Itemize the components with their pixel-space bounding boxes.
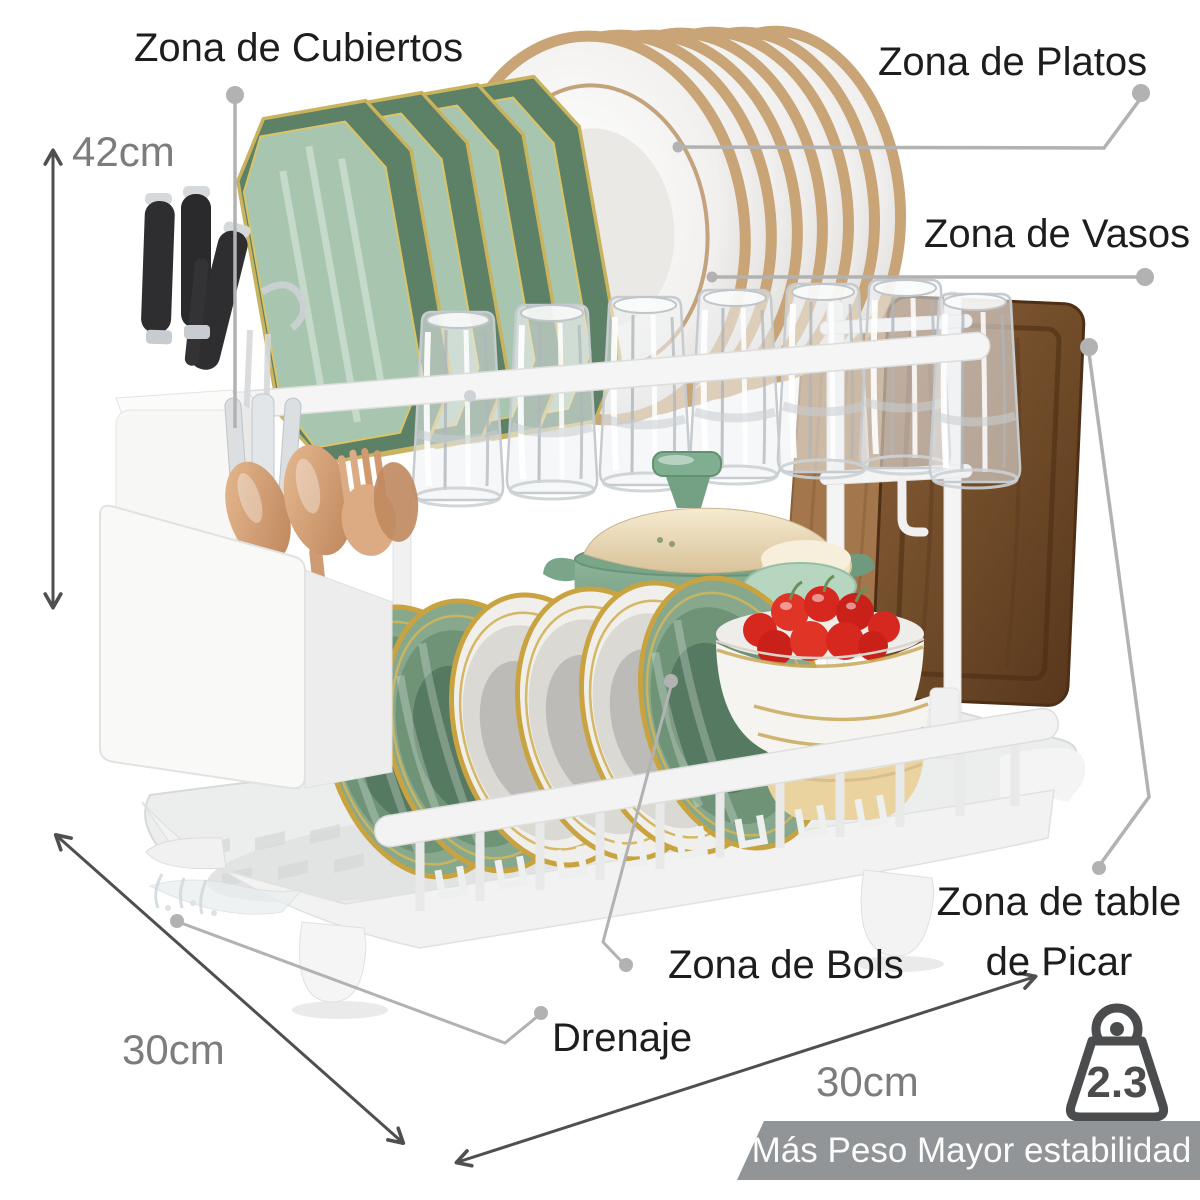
depth-arrow	[53, 833, 406, 1145]
tray-foot-right	[860, 869, 935, 957]
wire-dividers	[434, 794, 889, 900]
label-zona-platos: Zona de Platos	[878, 40, 1148, 84]
width-arrow	[454, 971, 1038, 1168]
knife-set	[141, 186, 251, 370]
tray-foot-left	[299, 921, 367, 1003]
dimension-height: 42cm	[72, 128, 175, 175]
leader-bols	[601, 674, 678, 972]
label-drenaje: Drenaje	[552, 1016, 693, 1060]
chrome-hook	[260, 281, 308, 331]
label-zona-bols: Zona de Bols	[668, 943, 904, 987]
label-zona-tabla: Zona de table de Picar	[936, 880, 1182, 984]
frame-hook	[897, 475, 929, 537]
weight-value: 2.3	[1086, 1058, 1148, 1107]
lower-tier-fence	[374, 707, 1060, 911]
leader-cubiertos	[226, 86, 244, 428]
cutlery-holder	[99, 393, 419, 790]
label-zona-cubiertos: Zona de Cubiertos	[134, 26, 464, 70]
dimension-width: 30cm	[816, 1058, 919, 1105]
copper-cutlery	[225, 444, 419, 614]
label-zona-vasos: Zona de Vasos	[924, 212, 1191, 256]
stability-banner: Más Peso Mayor estabilidad	[737, 1121, 1200, 1180]
weight-icon	[1065, 1003, 1169, 1122]
dimension-arrows	[43, 148, 1038, 1168]
stability-banner-text: Más Peso Mayor estabilidad	[751, 1130, 1192, 1170]
leader-platos	[672, 84, 1150, 153]
leader-vasos	[706, 268, 1154, 286]
dimension-depth: 30cm	[122, 1026, 225, 1073]
green-drainer-dish	[743, 540, 857, 610]
cherries-bowl	[715, 574, 925, 753]
leader-tabla	[1080, 338, 1151, 875]
cherries	[743, 574, 900, 666]
